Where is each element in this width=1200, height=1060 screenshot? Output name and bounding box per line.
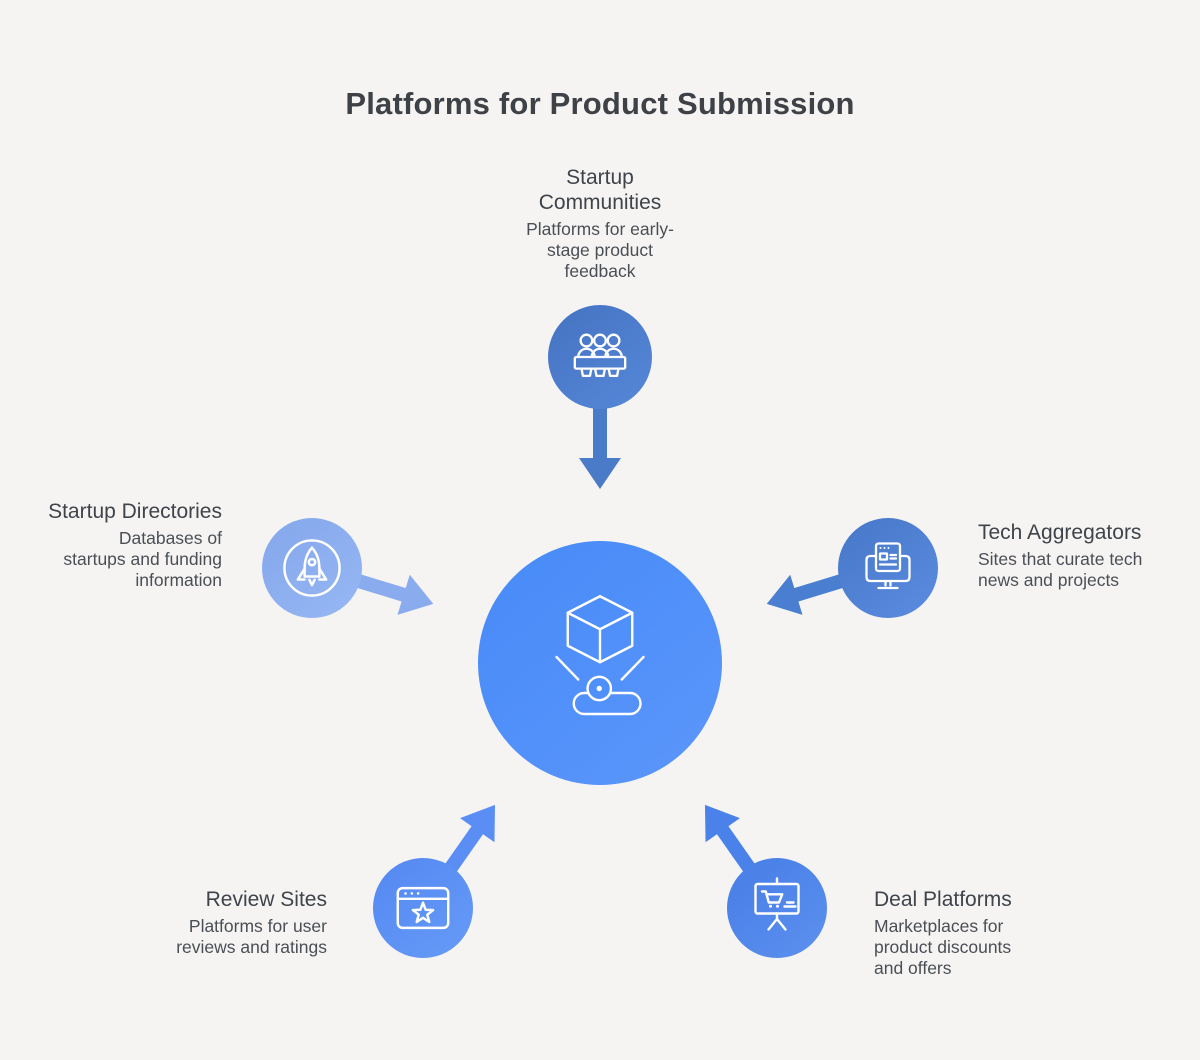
page-title: Platforms for Product Submission — [345, 86, 855, 121]
arrow-startup-directories — [349, 572, 434, 615]
arrow-tech-aggregators — [766, 572, 851, 615]
node-circle-tech-aggregators — [838, 518, 938, 618]
node-description: Sites that curate tech news and projects — [978, 548, 1143, 591]
monitor-browser-icon — [865, 542, 911, 590]
node-title: Tech Aggregators — [978, 521, 1142, 544]
node-text-review-sites: Review Sites Platforms for user reviews … — [127, 888, 327, 958]
node-text-startup-directories: Startup Directories Databases of startup… — [22, 500, 222, 592]
node-description: Platforms for user reviews and ratings — [176, 915, 327, 958]
arrow-deal-platforms — [704, 804, 758, 877]
center-hub-circle — [478, 541, 722, 785]
node-circle-startup-directories — [262, 518, 362, 618]
product-hologram-icon — [555, 595, 645, 716]
node-circle-review-sites — [373, 858, 473, 958]
node-title: Startup Directories — [48, 500, 222, 523]
node-text-startup-communities: Startup Communities Platforms for early-… — [490, 166, 710, 283]
rocket-icon — [283, 539, 341, 597]
node-text-deal-platforms: Deal Platforms Marketplaces for product … — [874, 888, 1054, 980]
presentation-cart-icon — [754, 877, 800, 931]
arrow-review-sites — [442, 804, 496, 877]
node-description: Databases of startups and funding inform… — [63, 527, 222, 591]
arrow-startup-communities — [579, 396, 621, 489]
node-circle-deal-platforms — [727, 858, 827, 958]
node-text-tech-aggregators: Tech Aggregators Sites that curate tech … — [978, 521, 1178, 591]
node-description: Marketplaces for product discounts and o… — [874, 915, 1012, 979]
browser-star-icon — [396, 886, 450, 930]
node-circle-startup-communities — [548, 305, 652, 409]
node-title: Deal Platforms — [874, 888, 1012, 911]
node-title: Review Sites — [205, 888, 327, 911]
community-meeting-icon — [573, 333, 627, 378]
node-description: Platforms for early- stage product feedb… — [526, 218, 674, 282]
node-title: Startup Communities — [538, 166, 662, 214]
